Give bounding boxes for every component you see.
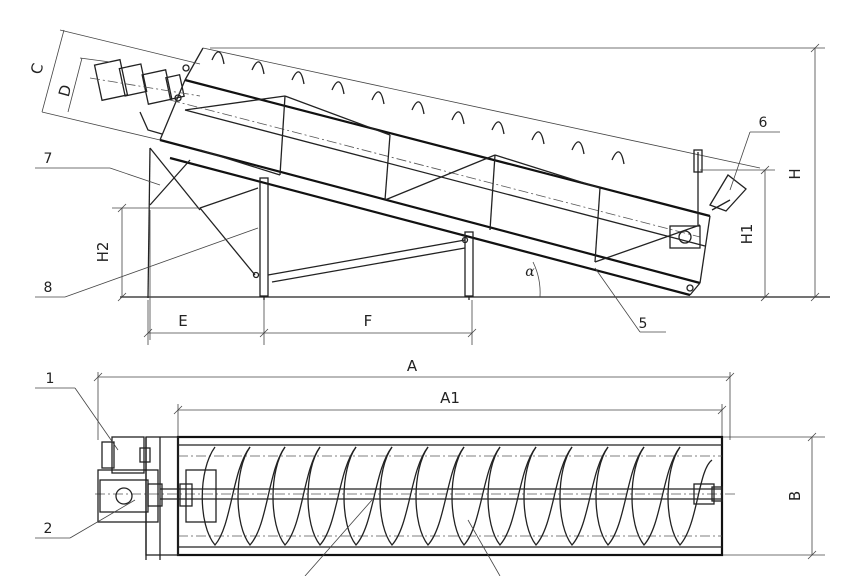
gearbox-plan xyxy=(99,469,217,523)
overflow-chute xyxy=(709,174,747,212)
front-support-frame xyxy=(147,147,201,340)
truss-frame xyxy=(184,95,706,263)
side-view: H H1 H2 C D xyxy=(27,29,830,345)
part-7-label: 7 xyxy=(44,151,53,167)
part-2-label: 2 xyxy=(44,521,53,537)
dim-H-label: H xyxy=(786,168,804,179)
part-1-label: 1 xyxy=(46,371,55,387)
drive-assembly-side xyxy=(89,58,201,135)
leader-2: 2 xyxy=(35,499,136,539)
plan-view: A A1 B xyxy=(35,357,825,576)
part-6-label: 6 xyxy=(759,115,768,131)
dim-H: H xyxy=(210,43,825,302)
leader-1: 1 xyxy=(35,371,119,451)
dim-A-label: A xyxy=(407,357,418,375)
leader-8: 8 xyxy=(35,227,259,298)
leader-7: 7 xyxy=(35,151,161,186)
dim-E-label: E xyxy=(178,312,187,330)
shaft-plan xyxy=(95,488,735,500)
dim-B-label: B xyxy=(786,491,804,501)
dim-D-label: D xyxy=(55,83,75,99)
dim-F-label: F xyxy=(364,312,373,330)
angle-alpha: α xyxy=(525,261,541,298)
dim-E-F: E F xyxy=(143,300,477,345)
part-5-label: 5 xyxy=(639,316,648,332)
leader-shaft xyxy=(304,499,373,576)
dim-A: A xyxy=(93,357,735,440)
part-8-label: 8 xyxy=(44,280,53,296)
dim-C-label: C xyxy=(27,61,47,76)
dim-C-D: C D xyxy=(27,29,201,141)
dim-A1: A1 xyxy=(173,389,727,440)
support-legs xyxy=(199,177,474,300)
trough-plan xyxy=(176,435,724,557)
spiral-flights-side xyxy=(211,51,625,165)
shaft-centerline-side xyxy=(169,99,701,238)
angle-alpha-label: α xyxy=(525,264,535,280)
leader-spiral xyxy=(467,519,501,576)
dim-H1-label: H1 xyxy=(738,224,756,245)
spiral-flights-plan xyxy=(201,446,713,547)
leader-5: 5 xyxy=(594,267,666,333)
drive-frame-plan xyxy=(97,436,179,560)
dim-B: B xyxy=(722,432,825,560)
dim-A1-label: A1 xyxy=(440,389,460,407)
inclined-trough xyxy=(159,47,761,297)
leader-6: 6 xyxy=(729,115,780,191)
dim-H2-label: H2 xyxy=(94,242,112,263)
tail-bearing-plan xyxy=(693,483,723,505)
motor-plan xyxy=(101,436,151,474)
tail-bearing-side xyxy=(669,149,703,292)
dim-H1: H1 xyxy=(700,165,775,302)
dim-H2: H2 xyxy=(94,203,200,302)
